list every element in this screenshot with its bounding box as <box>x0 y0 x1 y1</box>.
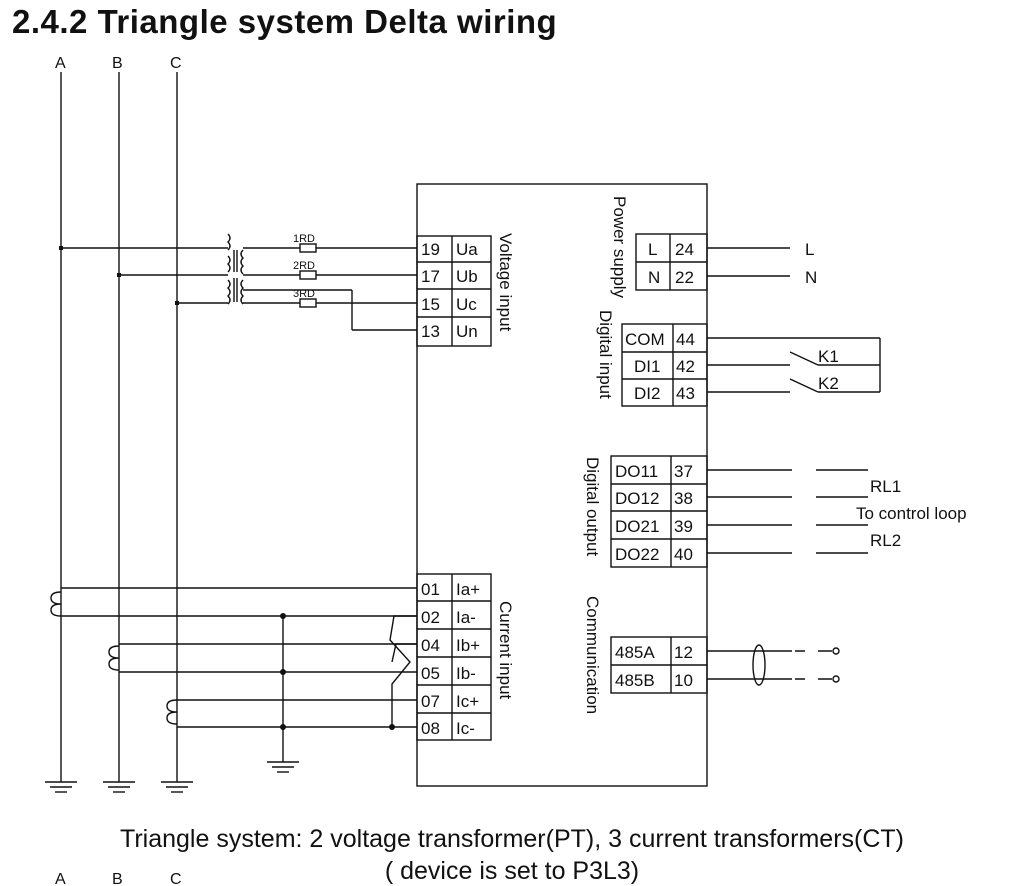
terminal-label: 485A <box>615 643 655 662</box>
current-transformer-a <box>50 591 62 617</box>
terminal-label: COM <box>625 330 665 349</box>
voltage-transformer <box>227 278 244 305</box>
terminal-number: 12 <box>674 643 693 662</box>
junction-dots <box>59 246 395 730</box>
power-line-label: N <box>805 268 817 287</box>
fuse-2rd <box>299 270 317 280</box>
terminal-number: 10 <box>674 671 693 690</box>
relay-label: RL2 <box>870 531 901 550</box>
section-digital-output: Digital output <box>583 457 602 557</box>
terminal-label: Ia+ <box>456 580 480 599</box>
terminal-number: 39 <box>674 517 693 536</box>
control-loop-label: To control loop <box>856 504 967 523</box>
voltage-transformer <box>227 233 244 275</box>
current-transformer-b <box>108 645 120 671</box>
section-current-input: Current input <box>496 601 515 700</box>
current-transformer-c <box>166 699 178 725</box>
terminal-number: 08 <box>421 719 440 738</box>
terminal-label: Un <box>456 322 478 341</box>
ground-symbol <box>267 761 299 773</box>
terminal-number: 44 <box>676 330 695 349</box>
footer-phase-label: A <box>55 872 66 886</box>
terminal-label: DO21 <box>615 517 659 536</box>
terminal-number: 40 <box>674 545 693 564</box>
terminal-label: Ic- <box>456 719 475 738</box>
section-communication: Communication <box>583 596 602 714</box>
terminal-label: DI2 <box>634 384 660 403</box>
terminal-label: Ib- <box>456 664 476 683</box>
terminal-number: 02 <box>421 608 440 627</box>
terminal-label: N <box>648 268 660 287</box>
terminal-label: Uc <box>456 295 477 314</box>
terminal-number: 05 <box>421 664 440 683</box>
terminal-label: 485B <box>615 671 655 690</box>
footer-phase-label: C <box>170 872 182 886</box>
terminal-label: DI1 <box>634 357 660 376</box>
fuse-1rd <box>299 243 317 253</box>
terminal-label: Ib+ <box>456 636 480 655</box>
twisted-pair-shield <box>752 644 766 686</box>
power-line-label: L <box>805 240 814 259</box>
terminal-number: 15 <box>421 295 440 314</box>
terminal-number: 13 <box>421 322 440 341</box>
relay-label: RL1 <box>870 477 901 496</box>
ground-symbol <box>45 781 77 793</box>
fuse-label: 1RD <box>293 233 315 245</box>
terminal-label: Ua <box>456 240 478 259</box>
fuse-label: 3RD <box>293 288 315 300</box>
terminal-number: 37 <box>674 462 693 481</box>
terminal-number: 07 <box>421 692 440 711</box>
terminal-number: 43 <box>676 384 695 403</box>
terminal-label: L <box>648 240 657 259</box>
terminal-number: 38 <box>674 489 693 508</box>
terminal-label: Ia- <box>456 608 476 627</box>
ground-symbol <box>161 781 193 793</box>
section-power-supply: Power supply <box>610 196 629 299</box>
page-title: 2.4.2 Triangle system Delta wiring <box>12 3 558 40</box>
terminal-number: 42 <box>676 357 695 376</box>
phase-label-c: C <box>170 55 182 72</box>
switch-label: K1 <box>818 347 839 366</box>
terminal-number: 24 <box>675 240 694 259</box>
phase-label-b: B <box>112 55 123 72</box>
phase-label-a: A <box>55 55 66 72</box>
ground-symbol <box>103 781 135 793</box>
terminal-label: DO22 <box>615 545 659 564</box>
section-voltage-input: Voltage input <box>496 233 515 332</box>
terminal-label: DO11 <box>615 462 658 481</box>
switch-label: K2 <box>818 374 839 393</box>
terminal-label: DO12 <box>615 489 659 508</box>
terminal-label: Ub <box>456 267 478 286</box>
terminal-number: 22 <box>675 268 694 287</box>
caption-line-1: Triangle system: 2 voltage transformer(P… <box>120 825 904 853</box>
terminal-number: 01 <box>421 580 440 599</box>
section-digital-input: Digital input <box>596 310 615 399</box>
terminal-label: Ic+ <box>456 692 479 711</box>
caption-line-2: ( device is set to P3L3) <box>384 857 640 885</box>
fuse-label: 2RD <box>293 260 315 272</box>
fuse-3rd <box>299 298 317 308</box>
terminal-number: 17 <box>421 267 440 286</box>
terminal-number: 19 <box>421 240 440 259</box>
footer-phase-label: B <box>112 872 123 886</box>
terminal-number: 04 <box>421 636 440 655</box>
